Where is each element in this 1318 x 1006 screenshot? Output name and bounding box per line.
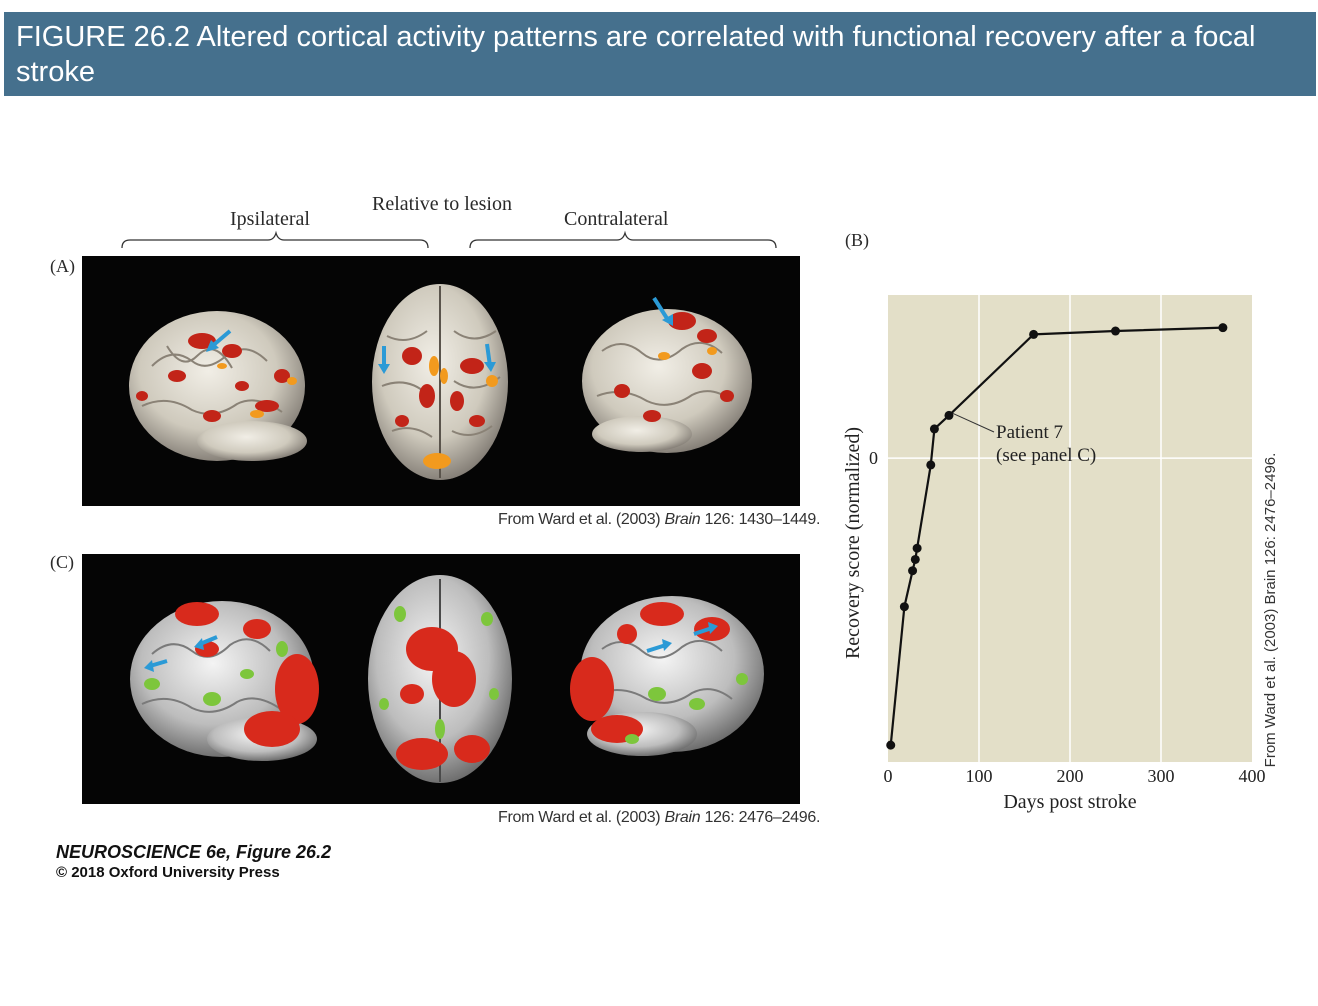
panel-c-credit-prefix: From Ward et al. (2003) <box>498 809 665 826</box>
data-point <box>899 602 909 612</box>
panel-a-label: (A) <box>50 256 75 276</box>
x-axis-label: Days post stroke <box>1003 791 1136 813</box>
data-point <box>910 554 920 564</box>
panel-b-side-credit-wrap: From Ward et al. (2003) Brain 126: 2476–… <box>1262 453 1279 768</box>
header-braces <box>121 230 777 249</box>
annotation-line-2: (see panel C) <box>996 445 1096 466</box>
contralateral-brace <box>469 230 777 249</box>
panel-a-left-brain <box>129 311 307 461</box>
panel-a-right-brain <box>582 296 752 453</box>
panel-b-label: (B) <box>845 230 869 250</box>
data-point <box>1029 329 1039 339</box>
book-copyright: © 2018 Oxford University Press <box>56 864 280 881</box>
panel-c-brain-images <box>82 554 800 804</box>
recovery-chart: 0 100 200 300 400 0 Patient 7 (see panel C) D… <box>842 295 1266 813</box>
data-point <box>1218 323 1228 333</box>
ipsilateral-brace <box>121 230 429 249</box>
panel-a-credit-journal: Brain <box>664 511 701 528</box>
panel-a-credit: From Ward et al. (2003) Brain 126: 1430–… <box>498 511 820 529</box>
data-points <box>886 323 1228 750</box>
x-tick-label: 200 <box>1057 766 1084 786</box>
panel-c-dorsal-brain <box>368 575 512 783</box>
x-tick-label: 0 <box>884 766 893 786</box>
y-axis-label: Recovery score (normalized) <box>842 427 864 659</box>
y-tick-label: 0 <box>869 448 878 468</box>
panel-c-right-brain <box>570 596 764 756</box>
data-point <box>912 543 922 553</box>
ipsilateral-label: Ipsilateral <box>230 208 310 230</box>
panel-c-arrow-icon <box>693 626 713 636</box>
x-tick-label: 300 <box>1148 766 1175 786</box>
panel-c-arrow-icon <box>646 643 667 653</box>
data-point <box>1111 326 1120 336</box>
panel-c-label: (C) <box>50 552 74 572</box>
figure-title: FIGURE 26.2 Altered cortical activity pa… <box>16 21 1256 88</box>
relative-to-lesion-label: Relative to lesion <box>372 193 512 215</box>
panel-c-credit-suffix: 126: 2476–2496. <box>700 809 821 826</box>
panel-a-brain-images <box>82 256 800 506</box>
panel-a-credit-prefix: From Ward et al. (2003) <box>498 511 665 528</box>
annotation-line-1: Patient 7 <box>996 422 1063 443</box>
contralateral-label: Contralateral <box>564 208 669 230</box>
panel-c-left-brain <box>130 601 319 761</box>
axis-ticks: 0 100 200 300 400 0 <box>869 448 1266 786</box>
data-point <box>926 460 936 470</box>
data-point <box>886 740 896 750</box>
figure-title-bar: FIGURE 26.2 Altered cortical activity pa… <box>4 12 1316 96</box>
data-point <box>929 424 939 434</box>
book-title: NEUROSCIENCE 6e, Figure 26.2 <box>56 842 332 862</box>
panel-a-arrow-icon <box>652 296 670 322</box>
panel-a-credit-suffix: 126: 1430–1449. <box>700 511 821 528</box>
data-point <box>944 410 954 420</box>
grid-lines <box>888 295 1252 762</box>
panel-c-arrow-icon <box>199 635 218 646</box>
panel-b-side-credit: From Ward et al. (2003) Brain 126: 2476–… <box>1262 453 1279 768</box>
panel-a-dorsal-brain <box>372 284 508 480</box>
panel-c-credit-journal: Brain <box>664 809 701 826</box>
x-tick-label: 400 <box>1239 766 1266 786</box>
data-point <box>908 566 918 576</box>
annotation-leader <box>952 412 995 433</box>
x-tick-label: 100 <box>966 766 993 786</box>
panel-c-credit: From Ward et al. (2003) Brain 126: 2476–… <box>498 809 820 827</box>
